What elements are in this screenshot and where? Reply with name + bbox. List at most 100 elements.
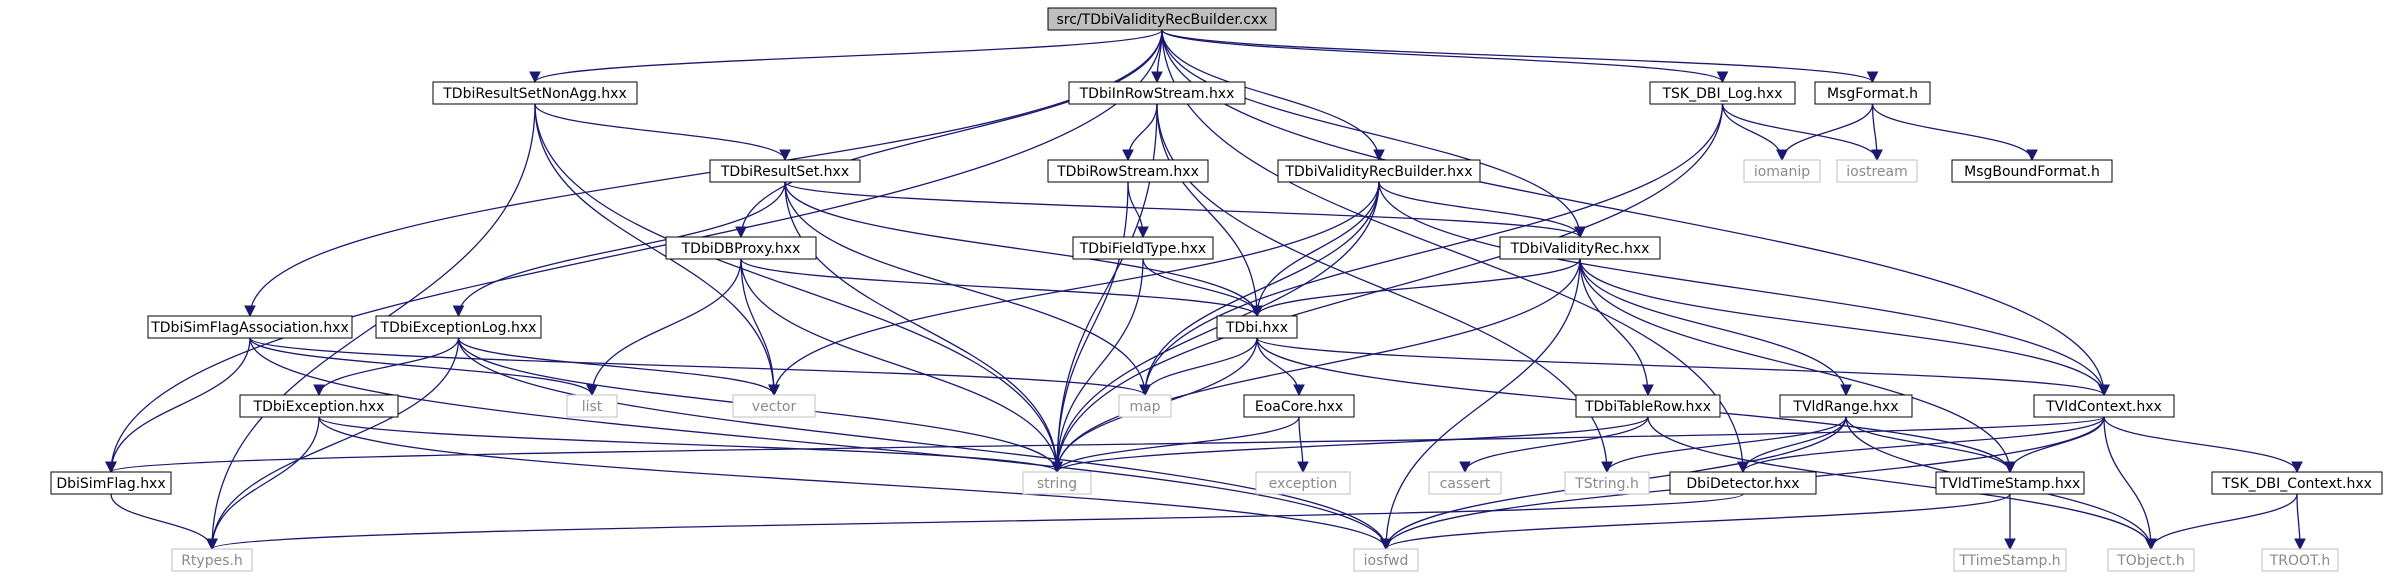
- node-dbproxy[interactable]: TDbiDBProxy.hxx: [665, 236, 817, 260]
- edge-rs-to-string: [784, 181, 1063, 474]
- node-tskctx[interactable]: TSK_DBI_Context.hxx: [2211, 471, 2383, 495]
- node-label: TDbiExceptionLog.hxx: [380, 320, 537, 336]
- edge-root-to-dbidet: [1161, 29, 1749, 474]
- node-box: [2107, 548, 2195, 572]
- node-tstring[interactable]: TString.h: [1564, 471, 1650, 495]
- edge-vrb-to-map: [1139, 181, 1380, 397]
- node-box: [1836, 159, 1918, 183]
- edge-vldts-to-iosfwd: [1380, 493, 2011, 551]
- node-eoacore[interactable]: EoaCore.hxx: [1243, 394, 1355, 418]
- edge-layer: [105, 29, 2306, 551]
- edge-vrb-to-vldcontext: [1378, 181, 2110, 397]
- node-inrow[interactable]: TDbiInRowStream.hxx: [1068, 81, 1246, 105]
- node-list[interactable]: list: [566, 394, 618, 418]
- node-label: TDbiValidityRecBuilder.hxx: [1284, 164, 1472, 180]
- node-ttimestamp[interactable]: TTimeStamp.h: [1953, 548, 2067, 572]
- node-box: [1047, 159, 1209, 183]
- node-label: iostream: [1846, 164, 1908, 180]
- node-box: [1499, 236, 1661, 260]
- edge-dbproxy-to-tdbi: [740, 258, 1263, 318]
- node-tsklog[interactable]: TSK_DBI_Log.hxx: [1649, 81, 1796, 105]
- node-fieldtype[interactable]: TDbiFieldType.hxx: [1072, 236, 1214, 260]
- node-box: [709, 159, 861, 183]
- edge-rs-to-map: [784, 181, 1151, 397]
- node-exception[interactable]: TDbiException.hxx: [239, 394, 399, 418]
- node-label: TString.h: [1574, 476, 1639, 492]
- node-vrb[interactable]: TDbiValidityRecBuilder.hxx: [1277, 159, 1481, 183]
- edge-dbproxy-to-string: [740, 258, 1063, 474]
- edge-vrb-to-tdbi: [1251, 181, 1380, 318]
- edge-tsklog-to-iostream: [1721, 103, 1883, 162]
- node-label: TDbiResultSetNonAgg.hxx: [442, 86, 627, 102]
- node-rtypes[interactable]: Rtypes.h: [171, 548, 253, 572]
- edge-vldcontext-to-tobject: [2103, 416, 2157, 551]
- node-rowstream[interactable]: TDbiRowStream.hxx: [1047, 159, 1209, 183]
- node-simflagassoc[interactable]: TDbiSimFlagAssociation.hxx: [147, 315, 353, 339]
- edge-simflag-to-rtypes: [110, 493, 218, 551]
- node-exclog[interactable]: TDbiExceptionLog.hxx: [375, 315, 542, 339]
- edge-vr-to-tablerow: [1579, 258, 1654, 397]
- edge-vldrange-to-dbidet: [1737, 416, 1847, 474]
- node-msgbf[interactable]: MsgBoundFormat.h: [1951, 159, 2113, 183]
- node-box: [665, 236, 817, 260]
- node-vector[interactable]: vector: [732, 394, 816, 418]
- node-exc[interactable]: exception: [1255, 471, 1351, 495]
- node-tdbi[interactable]: TDbi.hxx: [1216, 315, 1298, 339]
- node-vldrange[interactable]: TVldRange.hxx: [1779, 394, 1913, 418]
- edge-exception-to-rtypes: [206, 416, 320, 551]
- edge-vr-to-iosfwd: [1380, 258, 1581, 551]
- node-label: TDbiDBProxy.hxx: [681, 241, 801, 257]
- node-tablerow[interactable]: TDbiTableRow.hxx: [1575, 394, 1721, 418]
- node-label: TDbiException.hxx: [253, 399, 385, 415]
- node-iosfwd[interactable]: iosfwd: [1353, 548, 1419, 572]
- node-box: [375, 315, 542, 339]
- node-vldcontext[interactable]: TVldContext.hxx: [2033, 394, 2175, 418]
- node-label: list: [582, 399, 603, 415]
- node-tobject[interactable]: TObject.h: [2107, 548, 2195, 572]
- edge-exclog-to-rtypes: [206, 337, 460, 551]
- node-iostream[interactable]: iostream: [1836, 159, 1918, 183]
- node-simflag[interactable]: DbiSimFlag.hxx: [50, 471, 172, 495]
- node-dbidet[interactable]: DbiDetector.hxx: [1669, 471, 1817, 495]
- node-label: MsgBoundFormat.h: [1964, 164, 2100, 180]
- edge-vldcontext-to-tskctx: [2103, 416, 2303, 474]
- edge-rsna-to-rs: [534, 103, 791, 162]
- node-iomanip[interactable]: iomanip: [1743, 159, 1821, 183]
- node-msgf[interactable]: MsgFormat.h: [1814, 81, 1931, 105]
- edge-exclog-to-iosfwd: [457, 337, 1392, 551]
- node-box: [1022, 471, 1092, 495]
- node-label: MsgFormat.h: [1827, 86, 1918, 102]
- edge-msgf-to-iomanip: [1776, 103, 1874, 162]
- node-label: TDbiRowStream.hxx: [1056, 164, 1199, 180]
- node-box: [171, 548, 253, 572]
- node-box: [2211, 471, 2383, 495]
- node-box: [2261, 548, 2339, 572]
- node-box: [1068, 81, 1246, 105]
- edge-vrb-to-vector: [768, 181, 1380, 397]
- node-box: [1072, 236, 1214, 260]
- node-rsna[interactable]: TDbiResultSetNonAgg.hxx: [432, 81, 638, 105]
- node-label: TObject.h: [2116, 553, 2184, 569]
- node-string[interactable]: string: [1022, 471, 1092, 495]
- node-label: map: [1129, 399, 1160, 415]
- node-box: [1564, 471, 1650, 495]
- node-box: [732, 394, 816, 418]
- node-vr[interactable]: TDbiValidityRec.hxx: [1499, 236, 1661, 260]
- node-label: TROOT.h: [2269, 553, 2331, 569]
- node-vldts[interactable]: TVldTimeStamp.hxx: [1935, 471, 2085, 495]
- node-box: [1953, 548, 2067, 572]
- node-troot[interactable]: TROOT.h: [2261, 548, 2339, 572]
- edge-tdbi-to-eoacore: [1256, 337, 1305, 397]
- node-map[interactable]: map: [1118, 394, 1172, 418]
- node-rs[interactable]: TDbiResultSet.hxx: [709, 159, 861, 183]
- edge-eoacore-to-string: [1051, 416, 1300, 474]
- node-box: [1216, 315, 1298, 339]
- edge-msgf-to-iostream: [1871, 103, 1883, 162]
- node-label: TVldRange.hxx: [1792, 399, 1898, 415]
- edge-tablerow-to-cassert: [1459, 416, 1649, 474]
- edge-exclog-to-vector: [457, 337, 780, 397]
- node-cassert[interactable]: cassert: [1428, 471, 1502, 495]
- node-box: [1575, 394, 1721, 418]
- node-label: TDbiFieldType.hxx: [1079, 241, 1206, 257]
- node-layer: src/TDbiValidityRecBuilder.cxxTDbiResult…: [50, 7, 2383, 572]
